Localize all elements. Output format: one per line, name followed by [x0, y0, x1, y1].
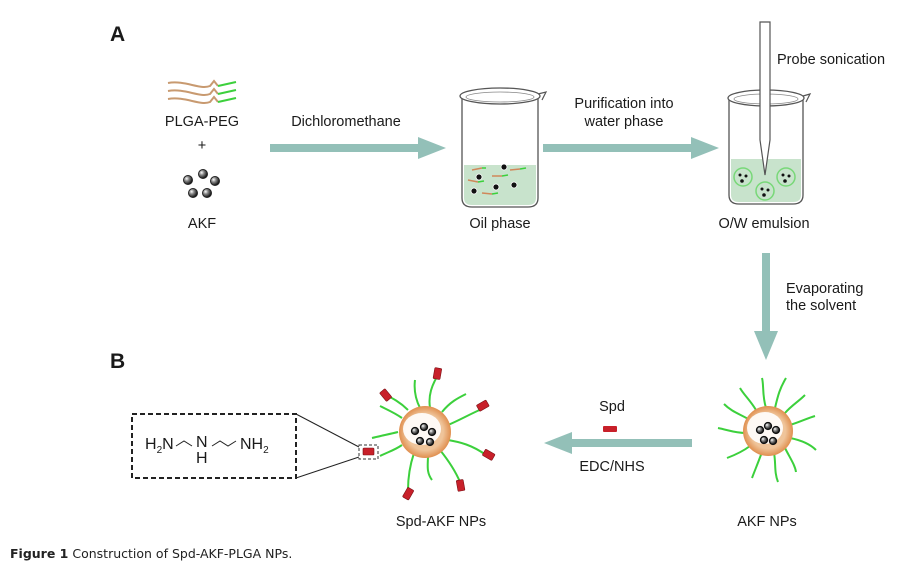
plga-peg-icon — [167, 79, 237, 104]
figure-number: Figure 1 — [10, 546, 69, 561]
arrow-step1 — [270, 137, 446, 159]
arrow-step2 — [543, 137, 719, 159]
ow-emulsion-label: O/W emulsion — [718, 216, 810, 232]
nh-group: NH — [240, 436, 264, 453]
structure-mid-h: H — [196, 450, 208, 467]
akf-nanoparticle-icon — [717, 377, 817, 483]
evaporating-label-line1: Evaporating — [786, 281, 864, 297]
spd-molecule-icon — [603, 426, 617, 432]
plus-sign: + — [197, 138, 207, 154]
spd-akf-nps-label: Spd-AKF NPs — [395, 514, 487, 530]
beaker-oil-phase-icon — [459, 87, 548, 208]
structure-mid-n: N — [196, 434, 208, 451]
dichloromethane-label: Dichloromethane — [291, 114, 401, 130]
panel-label-b: B — [110, 350, 126, 373]
evaporating-label-line2: the solvent — [786, 298, 857, 314]
subscript: 2 — [263, 445, 269, 457]
structure-callout — [131, 413, 360, 479]
caption-text: Construction of Spd-AKF-PLGA NPs. — [72, 546, 293, 561]
spd-reagent-label: Spd — [599, 399, 625, 415]
arrow-step4 — [544, 432, 692, 454]
structure-right-amine: NH2 — [240, 436, 269, 456]
sonication-probe-icon — [759, 21, 771, 176]
spd-akf-nanoparticle-icon — [358, 367, 496, 501]
plga-peg-label: PLGA-PEG — [164, 114, 240, 130]
purification-label-line1: Purification into — [574, 96, 674, 112]
figure-caption: Figure 1 Construction of Spd-AKF-PLGA NP… — [10, 546, 292, 561]
oil-phase-label: Oil phase — [469, 216, 531, 232]
highlight-box — [358, 444, 379, 460]
n-atom: N — [162, 436, 174, 453]
panel-label-a: A — [110, 23, 126, 46]
subscript: 2 — [156, 445, 163, 457]
structure-left-amine: H2N — [145, 436, 174, 456]
akf-nps-label: AKF NPs — [737, 514, 797, 530]
purification-label-line2: water phase — [584, 114, 664, 130]
akf-label: AKF — [187, 216, 217, 232]
edc-nhs-label: EDC/NHS — [579, 459, 645, 475]
h-atom: H — [145, 436, 157, 453]
arrow-step3 — [754, 253, 778, 360]
akf-molecules-icon — [183, 169, 220, 198]
beaker-emulsion-icon — [727, 89, 812, 205]
probe-sonication-label: Probe sonication — [777, 52, 886, 68]
